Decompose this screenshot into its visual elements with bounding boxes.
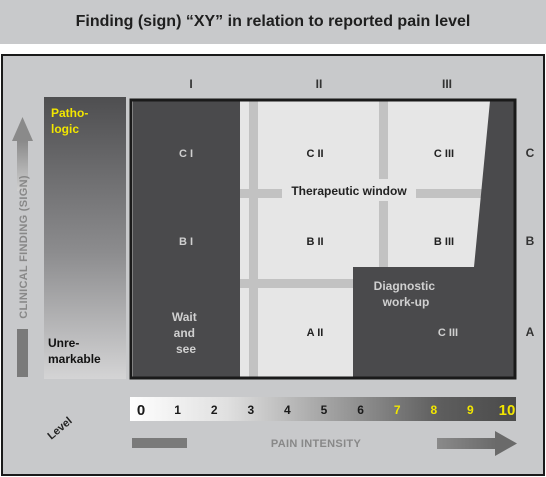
pain-level-3: 3 [247,403,254,417]
pain-level-7: 7 [394,403,401,417]
pain-level-labels: 0 1 2 3 4 5 6 7 8 9 10 [137,402,516,419]
y-axis-label: CLINICAL FINDING (SIGN) [18,175,30,319]
diagnostic-workup-region [353,101,514,377]
pain-level-4: 4 [284,403,291,417]
cell-b2: B II [306,236,323,248]
cell-c3: C III [434,148,454,160]
column-header-1: I [189,77,192,91]
y-axis-arrow-shaft [17,141,28,191]
x-axis-arrow-shaft [437,438,497,449]
unremarkable-label: Unre- markable [48,336,101,366]
cell-b1: B I [179,236,193,248]
pain-level-5: 5 [321,403,328,417]
cell-b3: B III [434,236,454,248]
grid-bar-vertical-2 [379,101,388,377]
pain-level-2: 2 [211,403,218,417]
therapeutic-window-label: Therapeutic window [291,184,407,198]
pathologic-label: Patho- logic [51,106,92,136]
wait-and-see-region [133,101,240,377]
diagnostic-workup-label: Diagnostic work-up [374,279,439,309]
column-header-3: III [442,77,452,91]
therapeutic-window-label-bg [282,179,416,201]
pain-finding-diagram: I II III C B A CLINICAL FINDING (SIGN) P… [1,54,545,476]
pain-level-10: 10 [499,402,516,419]
pain-level-1: 1 [174,403,181,417]
column-header-2: II [316,77,323,91]
x-axis-base-bar [132,438,187,448]
grid-bar-vertical-1 [249,101,258,377]
diagram-title: Finding (sign) “XY” in relation to repor… [75,13,471,30]
matrix-border [129,98,517,380]
wait-and-see-label: Wait and see [172,310,200,356]
cell-c1: C I [179,148,193,160]
pain-scale-gradient [130,397,516,421]
x-axis-arrow-head [495,431,517,456]
row-header-b: B [526,234,535,248]
cell-a2: A II [307,327,324,339]
pain-level-0: 0 [137,402,145,419]
clinical-finding-gradient [44,97,126,379]
x-axis-label: PAIN INTENSITY [271,438,362,450]
title-bar: Finding (sign) “XY” in relation to repor… [0,0,546,44]
row-header-a: A [526,325,535,339]
row-header-c: C [526,146,535,160]
pain-level-8: 8 [430,403,437,417]
y-axis-base-bar [17,329,28,377]
cell-c2: C II [306,148,323,160]
y-axis-arrow-head [12,117,33,141]
pain-level-9: 9 [467,403,474,417]
cell-a3: C III [438,327,458,339]
pain-level-6: 6 [357,403,364,417]
